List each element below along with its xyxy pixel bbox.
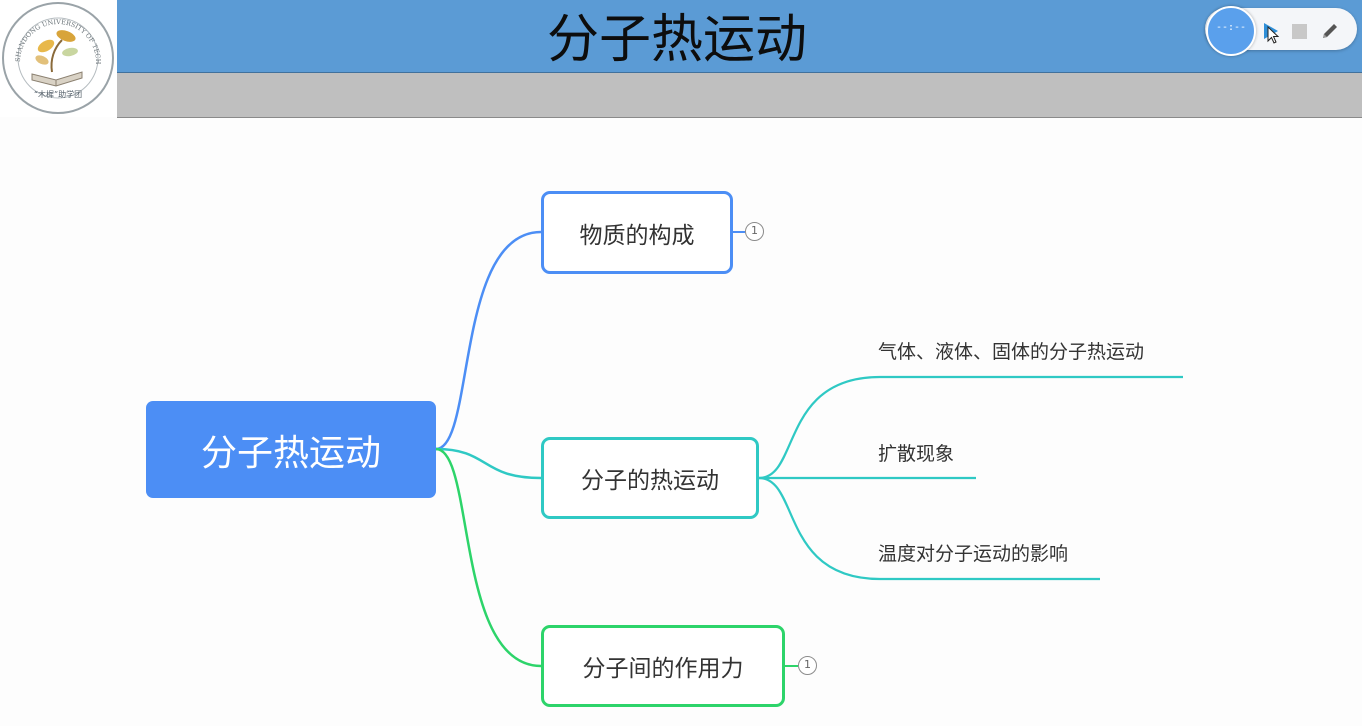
- player-timer-disc[interactable]: [1206, 6, 1256, 56]
- root-node[interactable]: 分子热运动: [146, 401, 436, 498]
- stop-icon[interactable]: [1291, 23, 1309, 41]
- cursor-icon: [1267, 26, 1280, 44]
- branch-node-composition[interactable]: 物质的构成: [541, 191, 733, 274]
- leaf-topic-diffusion[interactable]: 扩散现象: [878, 443, 955, 465]
- pen-icon[interactable]: [1320, 21, 1340, 41]
- university-logo: SHANDONG UNIVERSITY OF TECHNOLOGY “木樨”助学…: [0, 0, 117, 117]
- title-bar: [117, 0, 1362, 73]
- logo-seal-icon: SHANDONG UNIVERSITY OF TECHNOLOGY “木樨”助学…: [0, 0, 114, 114]
- branch-node-thermal-motion[interactable]: 分子的热运动: [541, 437, 759, 519]
- leaf-topic-states-motion[interactable]: 气体、液体、固体的分子热运动: [878, 341, 1145, 363]
- page-title: 分子热运动: [546, 10, 807, 70]
- branch-node-intermolecular-force[interactable]: 分子间的作用力: [541, 625, 785, 707]
- subtitle-bar: [117, 73, 1362, 118]
- logo-bottom-text: “木樨”助学团: [34, 89, 82, 99]
- collapsed-count-badge[interactable]: 1: [745, 222, 764, 241]
- player-time: --:--: [1215, 22, 1247, 33]
- collapsed-count-badge[interactable]: 1: [798, 656, 817, 675]
- leaf-topic-temperature-effect[interactable]: 温度对分子运动的影响: [878, 543, 1069, 565]
